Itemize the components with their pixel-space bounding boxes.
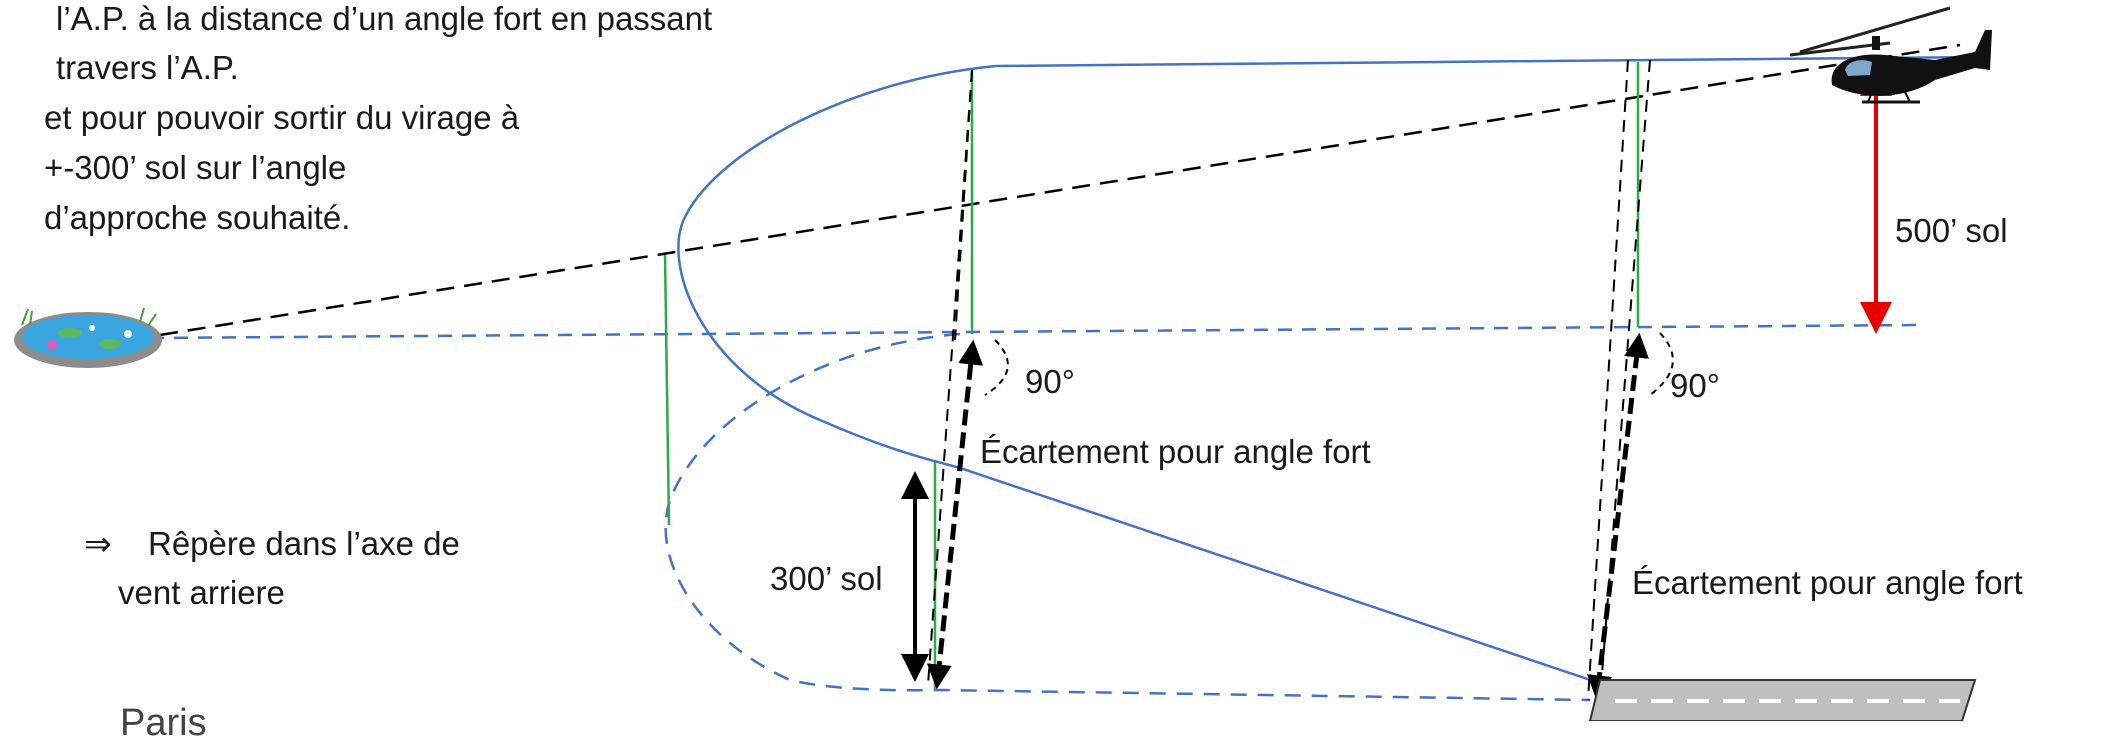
vertical-guide-turn bbox=[663, 254, 671, 526]
spacing-arrow-base bbox=[926, 339, 984, 690]
right-angle-arc-1 bbox=[984, 339, 1009, 396]
intro-line-1: l’A.P. à la distance d’un angle fort en … bbox=[56, 0, 713, 37]
intro-line-4: +-300’ sol sur l’angle bbox=[44, 149, 347, 186]
flight-track-projection bbox=[664, 332, 1591, 702]
spacing-label-abeam: Écartement pour angle fort bbox=[1632, 564, 2023, 601]
angle-90-label-2: 90° bbox=[1670, 367, 1720, 404]
spacing-arrow-abeam bbox=[1587, 332, 1649, 701]
flight-track-solid bbox=[677, 55, 1986, 702]
note-line-1: Rêpère dans l’axe de bbox=[148, 525, 460, 562]
approach-sight-line bbox=[159, 43, 1961, 337]
intro-line-3: et pour pouvoir sortir du virage à bbox=[44, 99, 520, 136]
note-arrow-symbol: ⇒ bbox=[84, 525, 112, 562]
right-angle-arc-2 bbox=[1649, 332, 1674, 396]
helicopter-icon bbox=[1789, 6, 1992, 104]
runway-icon bbox=[1588, 679, 1977, 721]
sight-line-base-1 bbox=[927, 69, 973, 686]
pond-icon bbox=[14, 307, 162, 368]
intro-line-2: travers l’A.P. bbox=[56, 49, 239, 86]
intro-line-5: d’approche souhaité. bbox=[44, 199, 351, 236]
angle-90-label-1: 90° bbox=[1025, 363, 1075, 400]
note-line-2: vent arriere bbox=[118, 574, 285, 611]
altitude-500-label: 500’ sol bbox=[1895, 212, 2008, 249]
altitude-300-label: 300’ sol bbox=[770, 560, 883, 597]
sight-line-base-2 bbox=[954, 69, 973, 341]
spacing-label-base: Écartement pour angle fort bbox=[980, 433, 1371, 470]
circuit-diagram: 500’ sol 300’ sol 90° 90° Écartement pou… bbox=[14, 6, 2023, 721]
ground-reference-line bbox=[149, 323, 1921, 340]
